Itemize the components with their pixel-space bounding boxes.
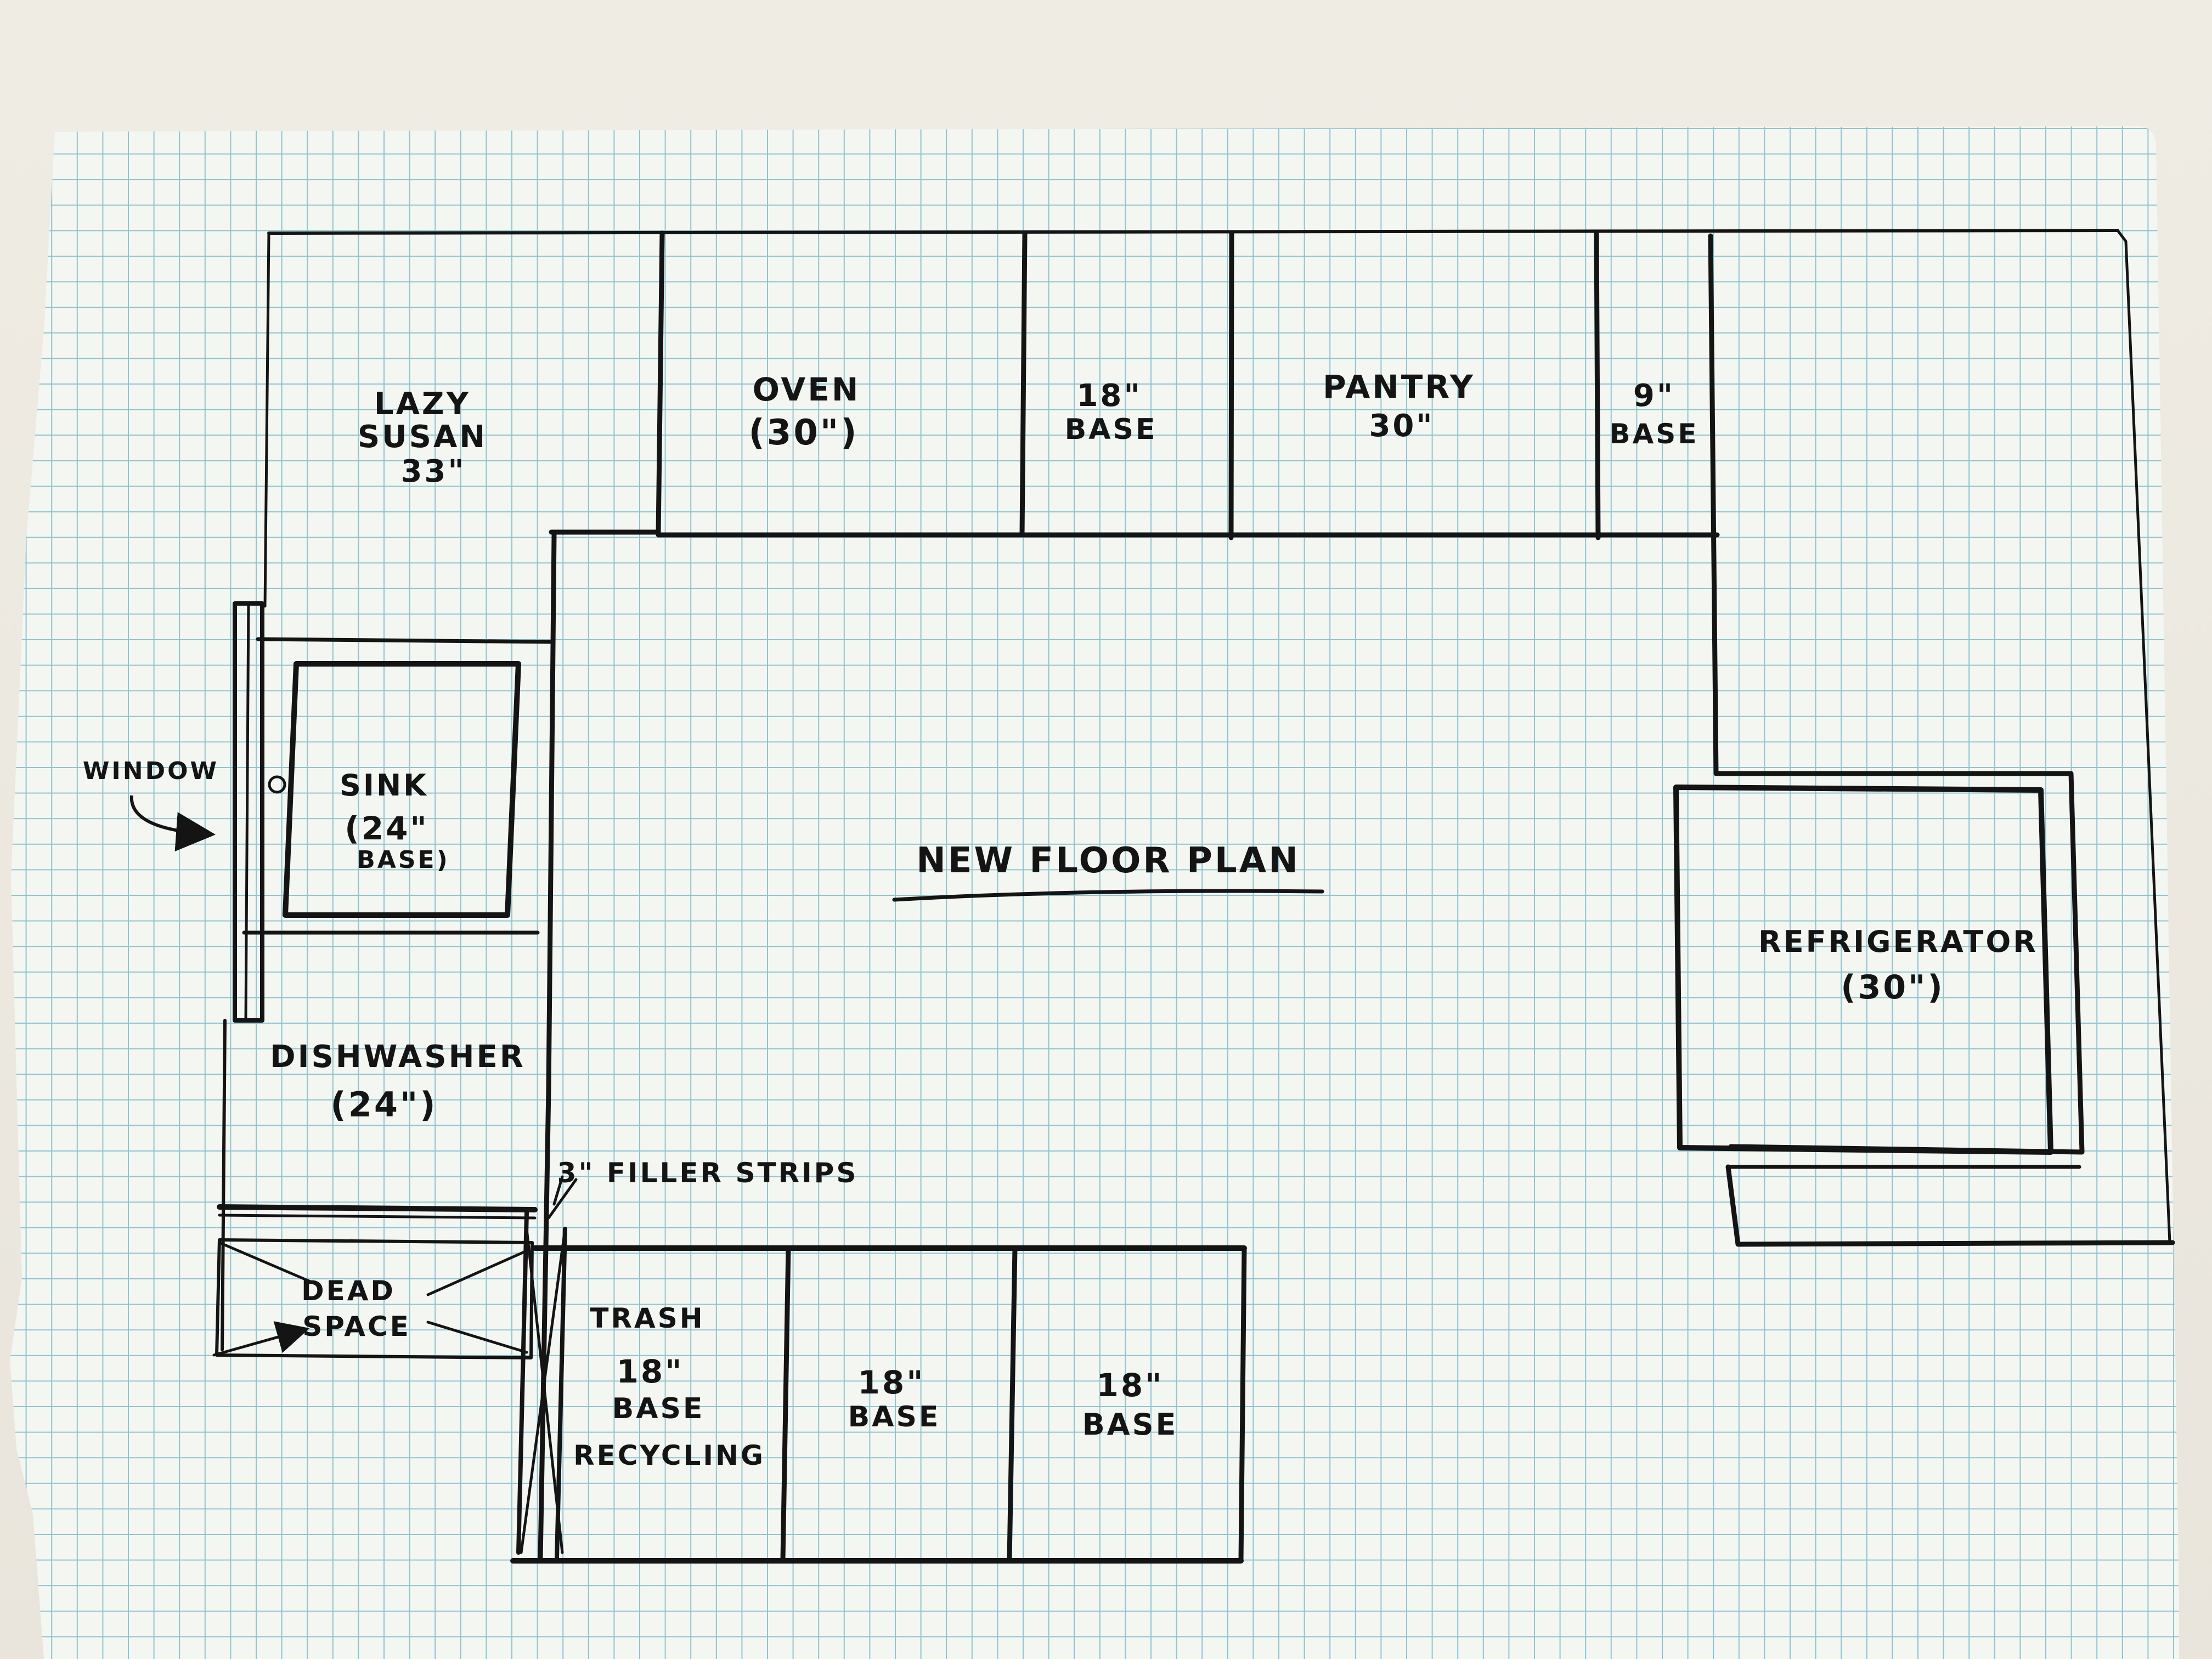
label-18-base-bottom-mid: 18" BASE bbox=[848, 1364, 941, 1434]
window-symbol bbox=[233, 601, 552, 1023]
top-cabinet-divider-2 bbox=[1019, 230, 1028, 538]
label-oven: OVEN (30") bbox=[749, 371, 861, 453]
svg-text:TRASH: TRASH bbox=[590, 1302, 704, 1334]
top-top-edge bbox=[267, 229, 2119, 235]
label-filler-strips: 3" FILLER STRIPS bbox=[557, 1157, 859, 1189]
label-9-base: 9" BASE bbox=[1610, 378, 1699, 450]
label-refrigerator: REFRIGERATOR (30") bbox=[1758, 924, 2038, 1007]
label-18-base-top: 18" BASE bbox=[1065, 378, 1158, 446]
svg-text:BASE: BASE bbox=[1082, 1407, 1178, 1442]
top-cabinet-divider-4 bbox=[1594, 230, 1601, 540]
top-cabinet-divider-3 bbox=[1228, 230, 1234, 540]
top-cabinet-divider-1 bbox=[656, 230, 665, 536]
floor-plan-ink bbox=[212, 229, 2175, 1564]
bottom-cabinets bbox=[510, 1245, 1247, 1564]
svg-text:3" FILLER STRIPS: 3" FILLER STRIPS bbox=[557, 1157, 859, 1189]
sink-cabinet bbox=[242, 661, 540, 935]
label-trash: TRASH 18" BASE RECYCLING bbox=[573, 1302, 765, 1471]
svg-text:DEAD: DEAD bbox=[301, 1275, 396, 1307]
label-lazy-susan: LAZY SUSAN 33" bbox=[358, 386, 487, 489]
svg-text:18": 18" bbox=[617, 1353, 684, 1390]
svg-text:WINDOW: WINDOW bbox=[83, 757, 219, 785]
left-counter-front bbox=[538, 532, 557, 1561]
svg-text:OVEN: OVEN bbox=[753, 371, 861, 408]
label-window: WINDOW bbox=[83, 757, 219, 852]
svg-text:DISHWASHER: DISHWASHER bbox=[270, 1039, 526, 1075]
svg-text:(24": (24" bbox=[345, 810, 428, 847]
svg-text:BASE: BASE bbox=[1610, 418, 1699, 450]
svg-text:REFRIGERATOR: REFRIGERATOR bbox=[1758, 924, 2038, 959]
svg-text:(30"): (30") bbox=[749, 413, 859, 453]
labels: NEW FLOOR PLAN LAZY SUSAN 33" OVEN (30")… bbox=[83, 368, 2038, 1471]
svg-text:18": 18" bbox=[1076, 378, 1142, 414]
refrigerator-unit bbox=[1673, 771, 2175, 1247]
svg-text:PANTRY: PANTRY bbox=[1323, 368, 1475, 405]
svg-text:9": 9" bbox=[1633, 378, 1675, 414]
label-pantry: PANTRY 30" bbox=[1323, 368, 1475, 444]
svg-text:RECYCLING: RECYCLING bbox=[573, 1440, 765, 1471]
svg-text:SUSAN: SUSAN bbox=[358, 419, 487, 455]
svg-text:LAZY: LAZY bbox=[374, 386, 471, 422]
dishwasher-cabinet bbox=[217, 1019, 538, 1351]
svg-text:BASE: BASE bbox=[848, 1401, 941, 1434]
svg-text:33": 33" bbox=[400, 454, 466, 489]
svg-text:BASE: BASE bbox=[1065, 413, 1158, 446]
svg-text:SPACE: SPACE bbox=[302, 1311, 411, 1342]
svg-text:(24"): (24") bbox=[330, 1085, 437, 1125]
label-dead-space: DEAD SPACE bbox=[301, 1275, 411, 1342]
filler-strips bbox=[516, 1175, 578, 1560]
svg-text:18": 18" bbox=[858, 1364, 926, 1401]
top-counter-front bbox=[549, 529, 1720, 538]
svg-text:BASE: BASE bbox=[612, 1392, 705, 1425]
title-underline bbox=[892, 889, 1324, 902]
svg-text:18": 18" bbox=[1097, 1367, 1164, 1404]
label-dishwasher: DISHWASHER (24") bbox=[270, 1039, 526, 1125]
dead-space bbox=[212, 1238, 534, 1359]
svg-text:SINK: SINK bbox=[340, 768, 428, 803]
title-text: NEW FLOOR PLAN bbox=[916, 840, 1300, 881]
top-cabinet-divider-5 bbox=[1708, 233, 1719, 776]
label-18-base-bottom-right: 18" BASE bbox=[1082, 1367, 1178, 1442]
svg-text:BASE): BASE) bbox=[357, 846, 449, 874]
svg-text:(30"): (30") bbox=[1841, 968, 1945, 1007]
svg-text:30": 30" bbox=[1369, 408, 1434, 444]
label-sink: SINK (24" BASE) bbox=[268, 768, 449, 874]
